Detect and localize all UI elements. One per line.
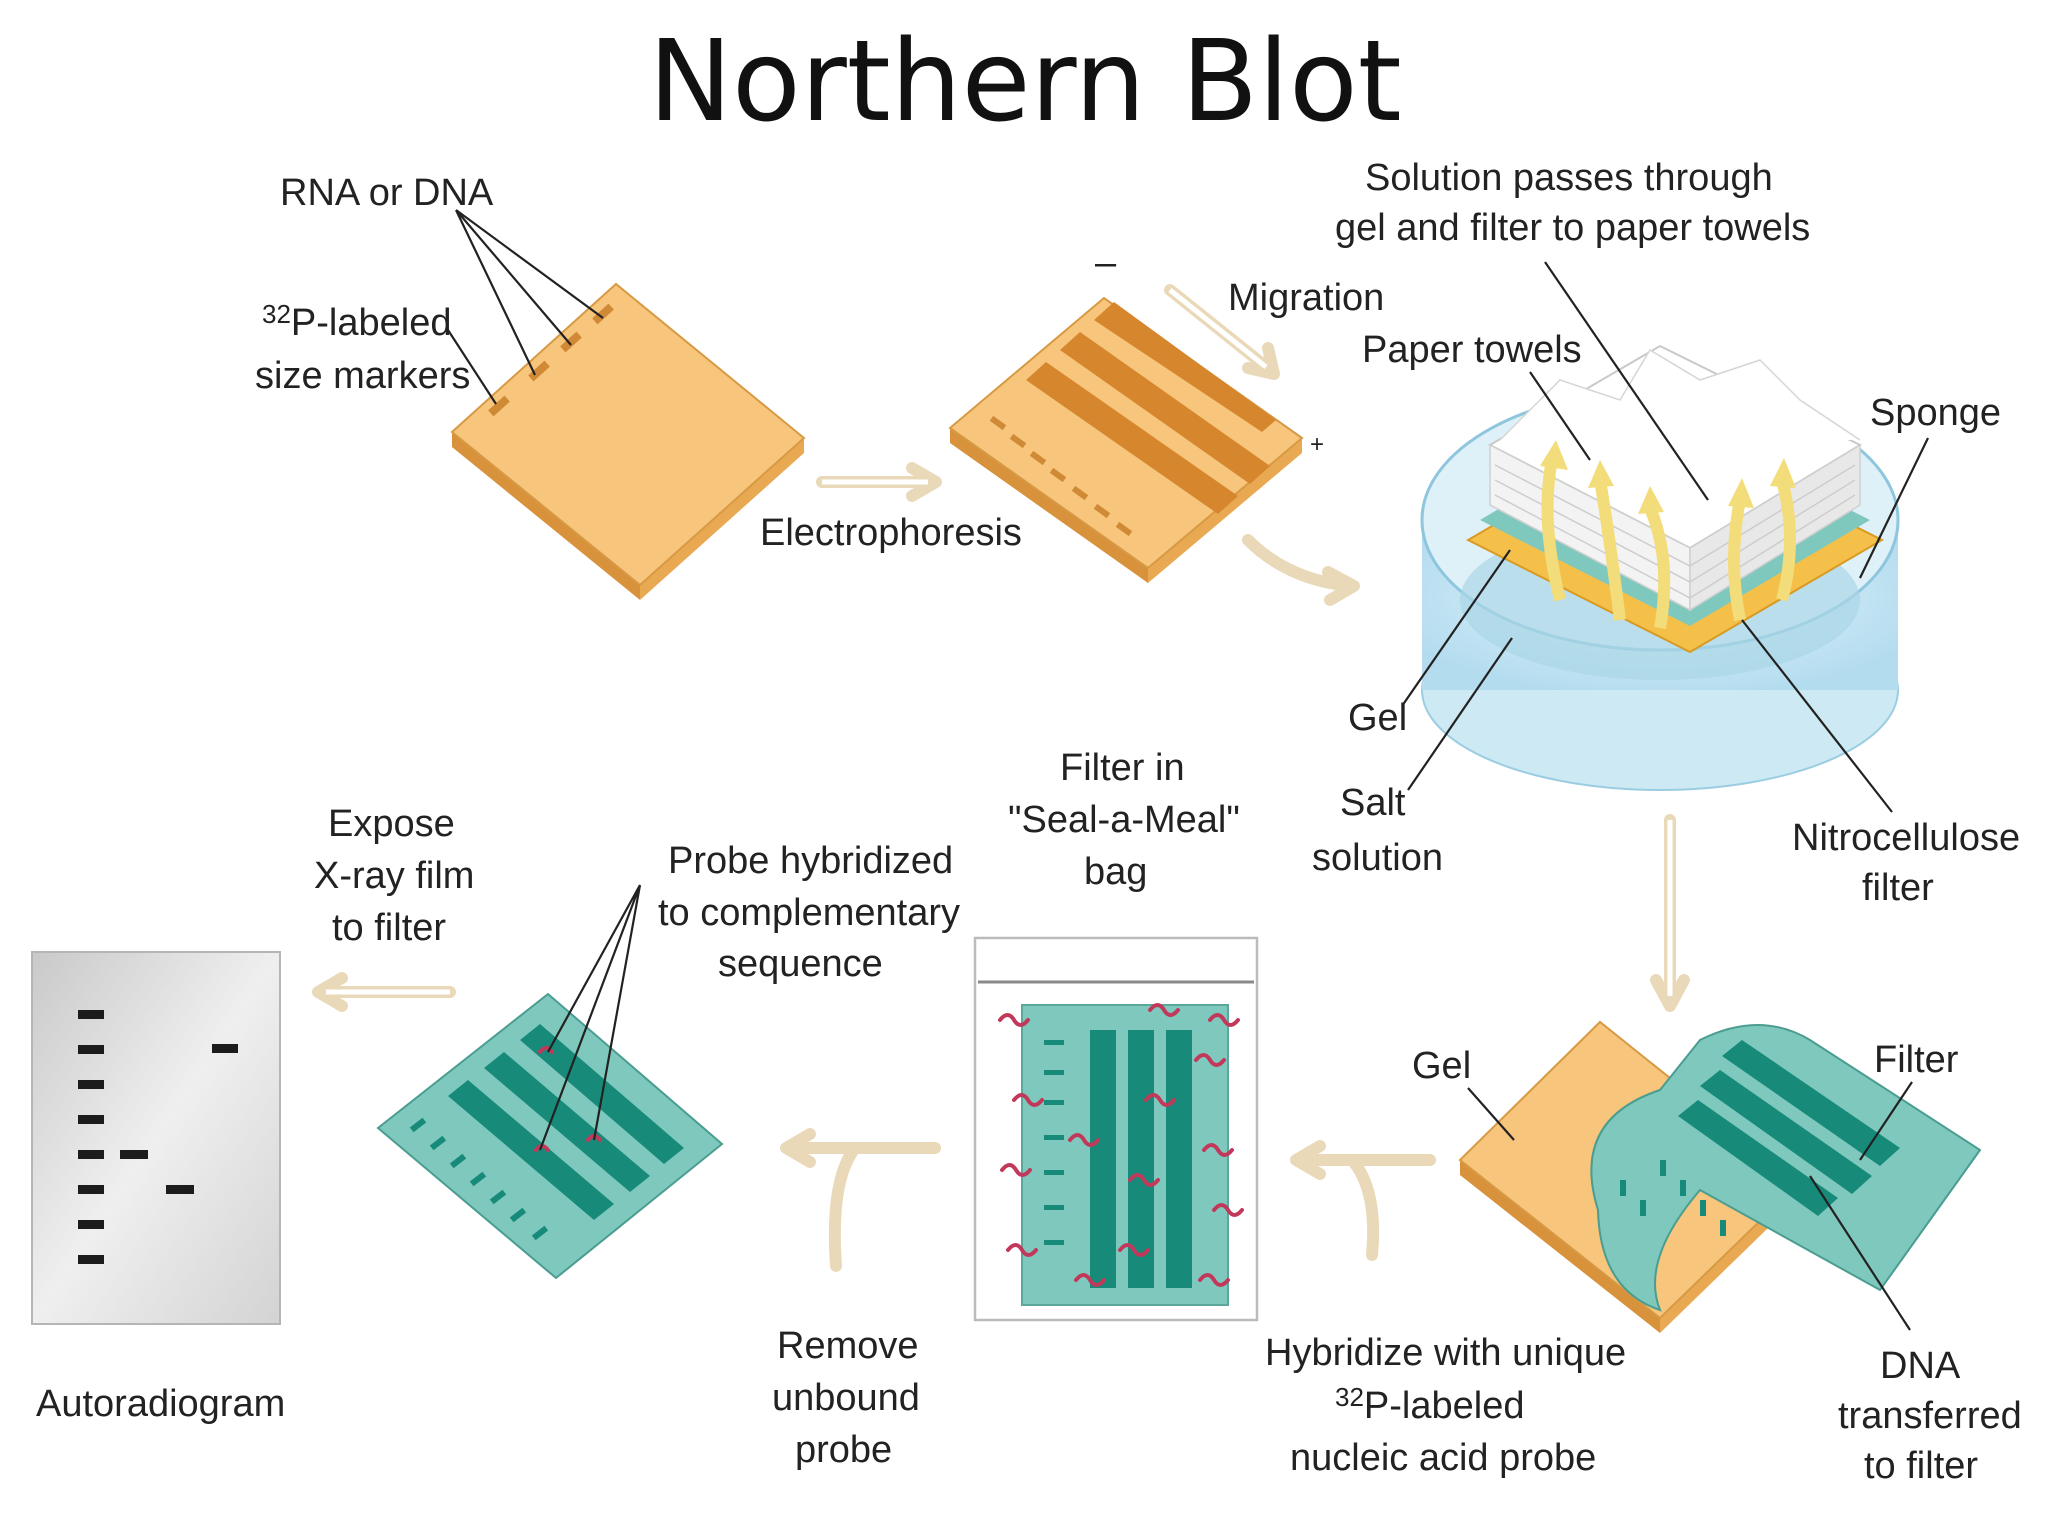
probe-hybridized-label-line2: to complementary — [658, 892, 960, 934]
film-band — [120, 1150, 148, 1159]
size-marker-leader — [447, 329, 497, 405]
gel-bottom-leader — [1467, 1087, 1515, 1141]
electrophoresis-label: Electrophoresis — [760, 512, 1022, 554]
salt-solution-label: Salt — [1340, 782, 1406, 824]
gel-label-top: Gel — [1348, 697, 1407, 739]
bag-label-line3: bag — [1084, 851, 1147, 893]
down-arrow — [1650, 814, 1690, 1012]
expose-film-label-line2: X-ray film — [314, 855, 474, 897]
autoradiogram-label: Autoradiogram — [36, 1383, 285, 1425]
rna-band — [1060, 332, 1270, 484]
filter-ladder — [1620, 1160, 1726, 1236]
sample-well — [560, 331, 582, 353]
film-band — [78, 1150, 104, 1159]
film-band — [78, 1220, 104, 1229]
expose-film-label-line3: to filter — [332, 907, 446, 949]
gel-and-filter — [1458, 1020, 1982, 1333]
size-markers-label: 32P-labeled — [262, 299, 451, 344]
hybridize-label: Hybridize with unique — [1265, 1332, 1626, 1374]
hybridized-band — [484, 1052, 650, 1192]
filter-in-bag — [1021, 1004, 1229, 1306]
salt-solution-label-line2: solution — [1312, 837, 1443, 879]
nitrocellulose-label: Nitrocellulose — [1792, 817, 2020, 859]
remove-probe-label-line3: probe — [795, 1429, 892, 1471]
filter-leader — [1859, 1081, 1913, 1161]
film-band — [78, 1115, 104, 1124]
electrophoresis-arrow — [816, 462, 942, 502]
bag-label: Filter in — [1060, 747, 1185, 789]
sponge-label: Sponge — [1870, 392, 2001, 434]
hybridized-filter — [376, 992, 724, 1280]
solution-leader — [1544, 261, 1709, 501]
salt-leader — [1407, 637, 1513, 791]
film-band — [78, 1185, 104, 1194]
flow-arrows — [1540, 440, 1796, 630]
solution-passes-label: Solution passes through — [1365, 157, 1773, 199]
film-band — [212, 1044, 238, 1053]
remove-probe-label: Remove — [777, 1325, 919, 1367]
bag-ladder — [1044, 1040, 1064, 1245]
gel-label-bottom: Gel — [1412, 1045, 1471, 1087]
probe-leader — [538, 884, 642, 1151]
minus-electrode-label: – — [1095, 242, 1117, 284]
rna-band — [1094, 302, 1276, 432]
probe-hybridized-label: Probe hybridized — [668, 840, 953, 882]
autoradiogram-film — [31, 951, 281, 1325]
marker-ladder — [989, 415, 1133, 537]
hybridize-label-line3: nucleic acid probe — [1290, 1437, 1596, 1479]
remove-probe-arrow — [780, 1128, 941, 1272]
hybridized-band — [448, 1080, 614, 1220]
gel-top-leader — [1401, 549, 1511, 707]
probe-squiggles — [998, 1003, 1244, 1287]
rna-dna-leader — [455, 209, 604, 376]
dna-transferred-label-line2: transferred — [1838, 1395, 2022, 1437]
sample-well — [488, 395, 510, 417]
gel-with-samples — [450, 282, 806, 600]
rna-band — [1026, 362, 1238, 514]
expose-arrow — [312, 972, 456, 1012]
paper-towels-leader — [1529, 371, 1591, 461]
nitrocellulose-label-line2: filter — [1862, 867, 1934, 909]
dna-transferred-label-line3: to filter — [1864, 1445, 1978, 1487]
bag-band — [1166, 1030, 1192, 1288]
capillary-transfer-dish — [1420, 344, 1900, 791]
film-band — [78, 1010, 104, 1019]
seal-a-meal-bag — [973, 936, 1259, 1322]
remove-probe-label-line2: unbound — [772, 1377, 920, 1419]
migration-label: Migration — [1228, 277, 1384, 319]
nitro-leader — [1741, 619, 1893, 813]
film-band — [78, 1080, 104, 1089]
filter-band — [1700, 1070, 1872, 1194]
page-title: Northern Blot — [648, 17, 1401, 147]
paper-towels-label: Paper towels — [1362, 329, 1582, 371]
bag-band — [1090, 1030, 1116, 1288]
migration-arrow — [1164, 284, 1280, 380]
hybridized-ladder — [409, 1117, 549, 1241]
dna-transferred-label: DNA — [1880, 1345, 1961, 1387]
probe-hybridized-label-line3: sequence — [718, 943, 883, 985]
to-transfer-arrow — [1242, 534, 1360, 606]
hybridize-label-line2: 32P-labeled — [1335, 1382, 1524, 1427]
film-band — [78, 1255, 104, 1264]
rna-or-dna-label: RNA or DNA — [280, 172, 494, 214]
filter-band — [1678, 1100, 1838, 1216]
plus-electrode-label: + — [1310, 431, 1324, 458]
expose-film-label: Expose — [328, 803, 455, 845]
electrophoresed-gel — [948, 296, 1304, 583]
solution-passes-label-line2: gel and filter to paper towels — [1335, 207, 1810, 249]
filter-band — [1722, 1040, 1900, 1166]
film-band — [166, 1185, 194, 1194]
film-band — [78, 1045, 104, 1054]
hybridize-arrow — [1290, 1140, 1436, 1261]
sponge-leader — [1859, 437, 1929, 579]
dna-leader — [1809, 1175, 1911, 1331]
filter-label: Filter — [1874, 1039, 1959, 1081]
bag-label-line2: "Seal-a-Meal" — [1008, 799, 1240, 841]
sample-well — [592, 303, 614, 325]
sample-well — [528, 360, 550, 382]
size-markers-label-line2: size markers — [255, 355, 470, 397]
